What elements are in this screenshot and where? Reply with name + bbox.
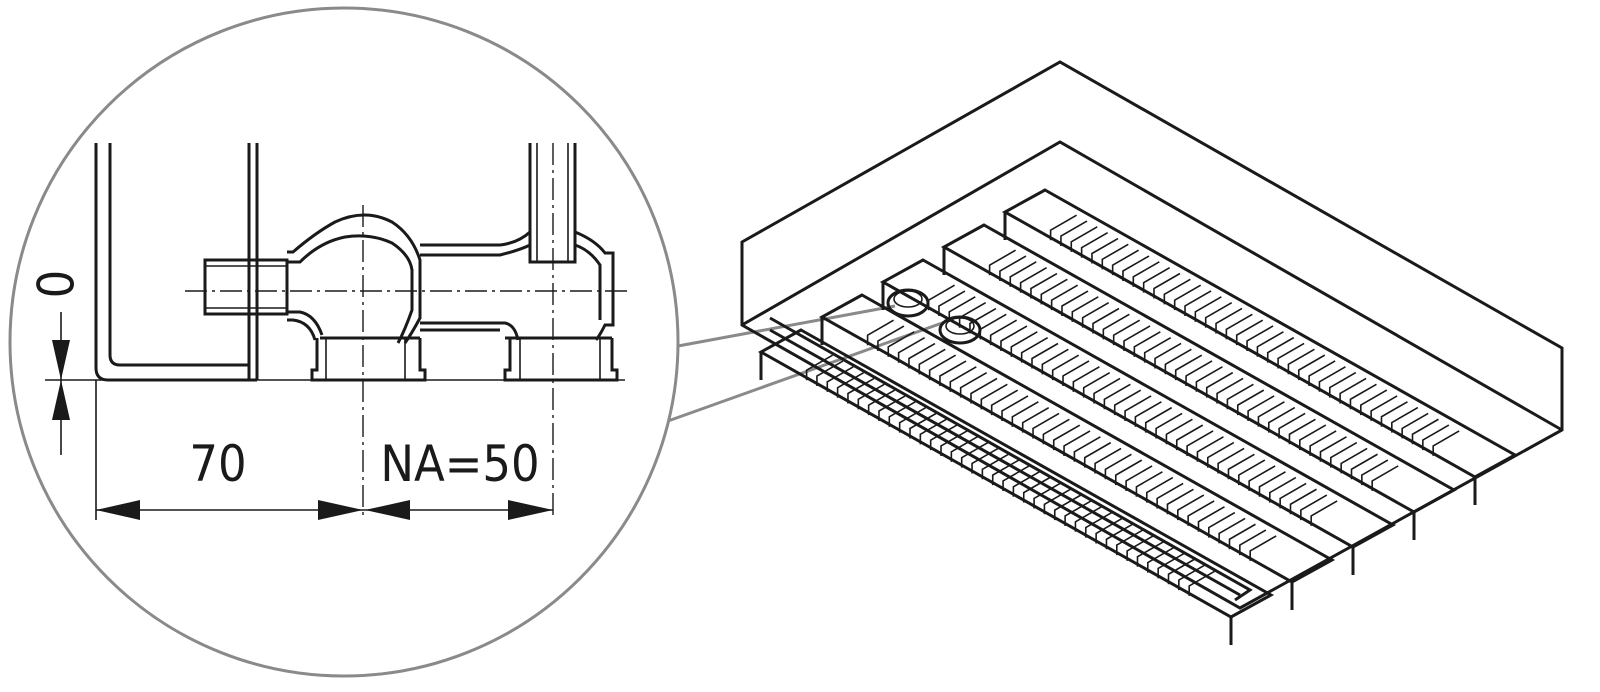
detail-circle <box>8 6 680 678</box>
channel <box>1001 188 1519 505</box>
channel <box>940 223 1458 540</box>
dimension-offset-label: 70 <box>189 435 246 493</box>
dimension-pitch: NA=50 <box>363 435 553 520</box>
channel-fins <box>988 249 1399 491</box>
tray-front-lip <box>769 316 1253 602</box>
dimension-pitch-label: NA=50 <box>380 435 539 493</box>
tray-outline <box>740 60 1564 610</box>
channels <box>757 188 1519 645</box>
dimension-offset: 70 <box>95 380 363 520</box>
channel-fins <box>805 354 1216 596</box>
dimension-height-label: 0 <box>28 270 86 299</box>
channel <box>757 328 1275 645</box>
valve-body <box>203 143 619 382</box>
pipe-connection-inner <box>893 290 923 308</box>
detail-view: 0 70 NA=50 <box>8 6 680 678</box>
pipe-connection <box>886 288 930 318</box>
pipe-connections <box>886 288 982 345</box>
channel-fins <box>866 319 1277 561</box>
pipe-connection <box>938 315 982 345</box>
tray-isometric <box>740 60 1564 645</box>
tray-inner-rim <box>740 140 1563 432</box>
pipe-connection-inner <box>945 317 975 335</box>
dimension-height: 0 <box>28 270 86 455</box>
channel-fins <box>1049 214 1460 456</box>
channel <box>818 293 1336 610</box>
